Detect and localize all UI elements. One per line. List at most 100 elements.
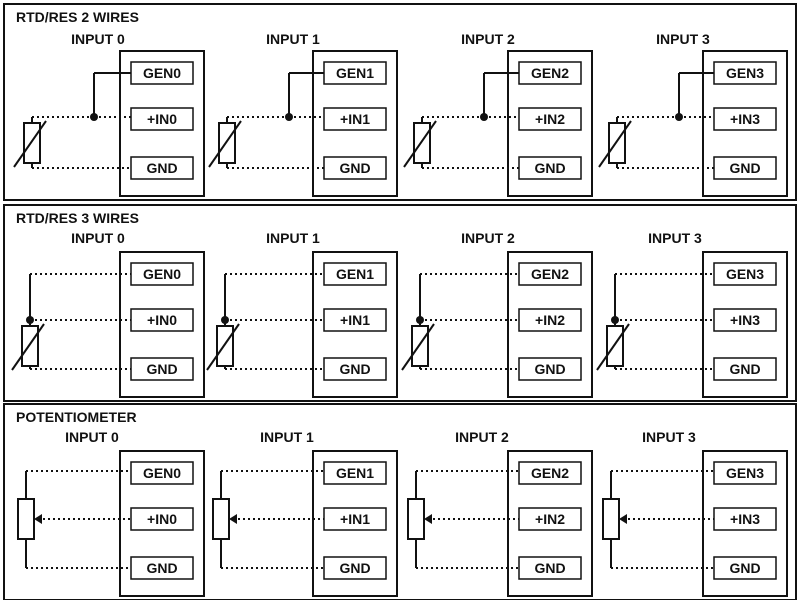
junction-dot — [90, 113, 98, 121]
pin-in-box — [130, 107, 194, 131]
pin-gnd-box — [323, 357, 387, 381]
input-label: INPUT 1 — [266, 230, 320, 246]
pin-gen-box — [518, 262, 582, 286]
potentiometer — [407, 498, 425, 540]
pin-gen-label: GEN0 — [143, 465, 181, 481]
pin-gen-box — [713, 461, 777, 485]
pin-gen-label: GEN3 — [726, 65, 764, 81]
pin-in-label: +IN0 — [147, 111, 177, 127]
rtd-resistor — [218, 122, 236, 164]
input-label: INPUT 2 — [461, 31, 515, 47]
pin-gnd-box — [518, 357, 582, 381]
pin-gnd-box — [323, 556, 387, 580]
pin-gen-label: GEN1 — [336, 266, 374, 282]
pin-gnd-label: GND — [534, 361, 565, 377]
pin-in-label: +IN3 — [730, 312, 760, 328]
potentiometer — [17, 498, 35, 540]
pin-gnd-box — [518, 556, 582, 580]
pin-gnd-box — [713, 357, 777, 381]
rtd-arrow — [11, 323, 45, 371]
pin-in-label: +IN1 — [340, 511, 370, 527]
pin-in-label: +IN3 — [730, 111, 760, 127]
pin-gnd-box — [130, 556, 194, 580]
rtd-resistor — [413, 122, 431, 164]
pin-gen-box — [713, 262, 777, 286]
rtd-arrow — [208, 120, 242, 168]
pin-gen-box — [518, 461, 582, 485]
pin-in-label: +IN1 — [340, 312, 370, 328]
pin-in-label: +IN2 — [535, 312, 565, 328]
pin-in-box — [323, 308, 387, 332]
pin-gnd-label: GND — [729, 361, 760, 377]
pin-gen-label: GEN2 — [531, 465, 569, 481]
input-label: INPUT 0 — [71, 230, 125, 246]
rtd-arrow — [206, 323, 240, 371]
pin-gen-label: GEN2 — [531, 65, 569, 81]
wiper-arrow — [424, 514, 432, 524]
input-label: INPUT 3 — [648, 230, 702, 246]
rtd-arrow — [598, 120, 632, 168]
section-frame — [3, 204, 797, 402]
input-label: INPUT 1 — [260, 429, 314, 445]
rtd-resistor — [411, 325, 429, 367]
rtd-resistor — [216, 325, 234, 367]
input-label: INPUT 1 — [266, 31, 320, 47]
pin-gnd-label: GND — [534, 160, 565, 176]
rtd-resistor — [23, 122, 41, 164]
rtd-arrow — [403, 120, 437, 168]
pin-gen-label: GEN0 — [143, 65, 181, 81]
pin-gnd-box — [130, 156, 194, 180]
pin-gen-label: GEN0 — [143, 266, 181, 282]
input-label: INPUT 3 — [656, 31, 710, 47]
rtd-arrow — [13, 120, 47, 168]
pin-gen-label: GEN2 — [531, 266, 569, 282]
input-label: INPUT 3 — [642, 429, 696, 445]
rtd-resistor — [608, 122, 626, 164]
input-label: INPUT 0 — [71, 31, 125, 47]
pin-gnd-label: GND — [729, 160, 760, 176]
pin-in-box — [518, 107, 582, 131]
potentiometer — [212, 498, 230, 540]
junction-dot — [480, 113, 488, 121]
pin-gen-label: GEN3 — [726, 266, 764, 282]
pin-gen-label: GEN1 — [336, 465, 374, 481]
pin-gen-box — [323, 461, 387, 485]
pin-in-box — [323, 107, 387, 131]
pin-gnd-label: GND — [146, 160, 177, 176]
pin-gen-box — [323, 262, 387, 286]
pin-in-label: +IN2 — [535, 111, 565, 127]
pin-in-label: +IN1 — [340, 111, 370, 127]
rtd-resistor — [606, 325, 624, 367]
pin-gen-label: GEN3 — [726, 465, 764, 481]
pin-gen-label: GEN1 — [336, 65, 374, 81]
pin-in-box — [713, 308, 777, 332]
rtd-arrow — [596, 323, 630, 371]
junction-dot — [675, 113, 683, 121]
pin-gen-box — [130, 461, 194, 485]
rtd-resistor — [21, 325, 39, 367]
wiper-arrow — [229, 514, 237, 524]
pin-gnd-label: GND — [339, 160, 370, 176]
rtd-arrow — [401, 323, 435, 371]
input-label: INPUT 2 — [455, 429, 509, 445]
section-frame — [3, 3, 797, 201]
pin-gnd-label: GND — [339, 361, 370, 377]
pin-gnd-label: GND — [339, 560, 370, 576]
pin-gnd-label: GND — [534, 560, 565, 576]
pin-gnd-label: GND — [146, 560, 177, 576]
